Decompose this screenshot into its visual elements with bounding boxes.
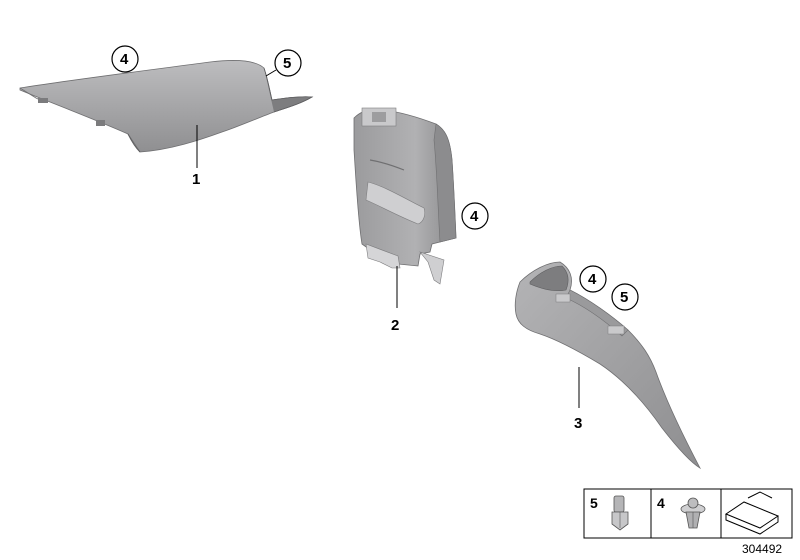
callout-circle: [111, 45, 139, 73]
push-rivet-icon: [680, 497, 706, 529]
callout-part1-a: 4: [120, 51, 129, 68]
callout-part3-a: 4: [588, 271, 597, 288]
callout-circle: [274, 49, 302, 77]
callout-part2-a: 4: [470, 208, 479, 225]
legend-box: 5 4: [583, 488, 793, 539]
part-3-trim: [514, 261, 702, 470]
legend-item-5-number: 5: [590, 495, 598, 511]
carpet-corner-icon: [724, 491, 780, 535]
part-2-trim: [353, 107, 457, 285]
part-3-body: [514, 261, 702, 470]
legend-item-4-number: 4: [657, 495, 665, 511]
part-number-3: 3: [574, 415, 582, 432]
callout-part1-b: 5: [283, 55, 291, 72]
callout-circle: [579, 265, 607, 293]
callout-circle: [611, 283, 639, 311]
callout-part3-b: 5: [620, 289, 628, 306]
callout-circle: [461, 202, 489, 230]
part-number-2: 2: [391, 317, 399, 334]
callout-leader: [265, 69, 277, 77]
part-number-1: 1: [192, 171, 200, 188]
clip-icon: [611, 495, 629, 531]
part-1-trim: [19, 60, 314, 153]
reference-number: 304492: [742, 542, 782, 556]
